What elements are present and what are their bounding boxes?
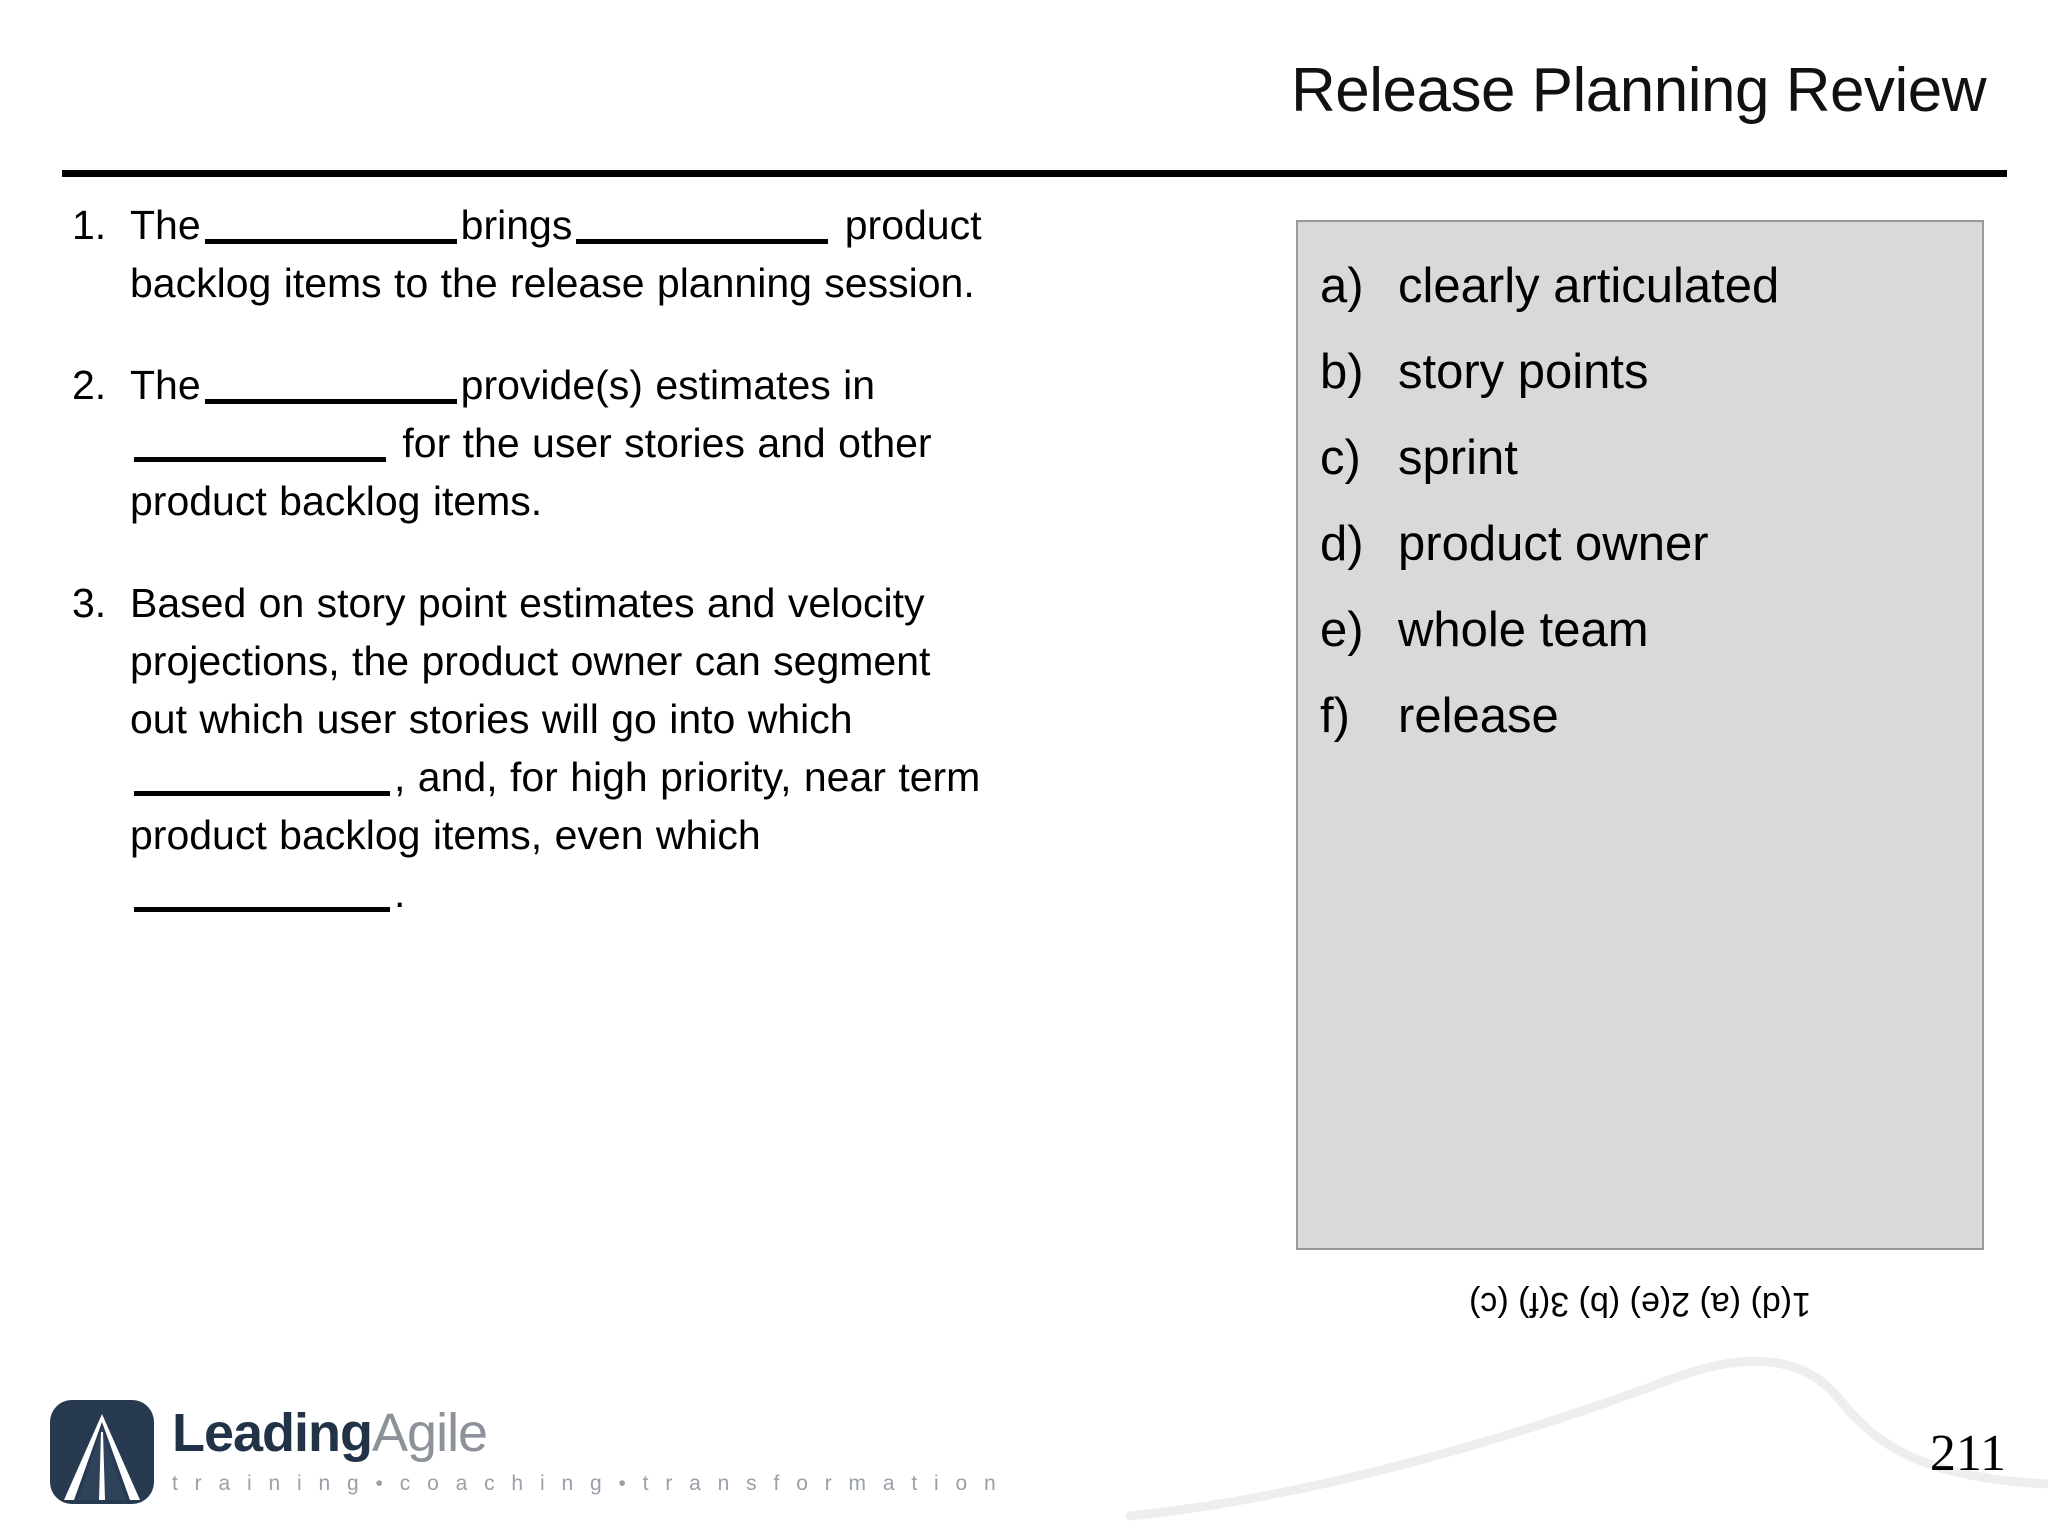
answer-blank[interactable] [134, 791, 390, 796]
choice-letter: a) [1320, 259, 1364, 313]
question-item-3: 3. Based on story point estimates and ve… [62, 574, 982, 922]
logo: LeadingAgile t r a i n i n g • c o a c h… [48, 1398, 1001, 1506]
question-text-part-c: product backlog items to the release pla… [130, 202, 982, 306]
question-item-2: 2. The provide(s) estimates in for the us… [62, 356, 982, 530]
question-text: The brings product backlog items to the r… [130, 196, 982, 312]
logo-tagline: t r a i n i n g • c o a c h i n g • t r … [172, 1472, 1002, 1495]
choice-label: clearly articulated [1398, 259, 1780, 313]
answer-blank[interactable] [204, 239, 457, 244]
choice-item-e[interactable]: e) whole team [1320, 594, 1960, 666]
answer-blank[interactable] [134, 457, 386, 462]
choice-label: sprint [1398, 431, 1518, 485]
answer-blank[interactable] [576, 239, 829, 244]
question-list: 1. The brings product backlog items to th… [62, 196, 982, 966]
logo-wordmark: LeadingAgile t r a i n i n g • c o a c h… [172, 1398, 1001, 1496]
choice-letter: e) [1320, 603, 1364, 657]
answer-blank[interactable] [134, 907, 390, 912]
question-text-part-b: , and, for high priority, near term prod… [130, 754, 981, 858]
choice-letter: f) [1320, 689, 1350, 743]
choice-item-b[interactable]: b) story points [1320, 336, 1960, 408]
choice-letter: c) [1320, 431, 1361, 485]
leadingagile-logo-icon [50, 1400, 154, 1504]
choice-item-a[interactable]: a) clearly articulated [1320, 250, 1960, 322]
choice-letter: b) [1320, 345, 1364, 399]
choice-letter: d) [1320, 517, 1364, 571]
question-text-part-a: The [130, 202, 201, 248]
question-item-1: 1. The brings product backlog items to th… [62, 196, 982, 312]
answer-key: 1(d) (a) 2(e) (b) 3(f) (c) [1469, 1285, 1811, 1323]
question-text: Based on story point estimates and veloc… [130, 574, 982, 922]
question-text-part-b: brings [460, 202, 573, 248]
choice-item-f[interactable]: f) release [1320, 680, 1960, 752]
question-number: 2. [72, 362, 107, 408]
question-number: 3. [72, 580, 107, 626]
question-text-part-a: The [130, 362, 201, 408]
logo-name-primary: Leading [172, 1403, 373, 1463]
choice-item-d[interactable]: d) product owner [1320, 508, 1960, 580]
logo-name-secondary: Agile [372, 1403, 488, 1463]
page-number: 211 [1929, 1425, 2006, 1482]
choice-label: story points [1398, 345, 1649, 399]
logo-name: LeadingAgile [172, 1404, 1001, 1462]
page-title: Release Planning Review [1290, 56, 1987, 125]
question-text-part-c: for the user stories and other product b… [130, 420, 932, 524]
question-text: The provide(s) estimates in for the user … [130, 356, 982, 530]
question-text-part-a: Based on story point estimates and veloc… [130, 580, 931, 742]
choice-item-c[interactable]: c) sprint [1320, 422, 1960, 494]
answer-choices-box: a) clearly articulated b) story points c… [1296, 220, 1984, 1250]
title-divider [62, 170, 2007, 177]
choice-label: product owner [1398, 517, 1709, 571]
choice-label: release [1398, 689, 1559, 743]
answer-blank[interactable] [204, 399, 457, 404]
question-text-part-c: . [394, 870, 406, 916]
choice-label: whole team [1398, 603, 1649, 657]
question-text-part-b: provide(s) estimates in [460, 362, 876, 408]
question-number: 1. [72, 202, 107, 248]
